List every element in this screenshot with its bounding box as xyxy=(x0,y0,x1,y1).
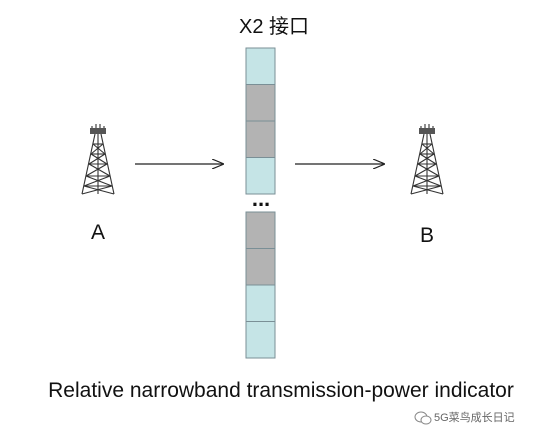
rntp-cell-free xyxy=(245,47,276,85)
node-a-label: A xyxy=(91,221,105,244)
rntp-cells-bottom xyxy=(245,211,276,359)
wechat-icon xyxy=(414,411,432,425)
diagram-caption: Relative narrowband transmission-power i… xyxy=(48,379,514,402)
rntp-cell-free xyxy=(245,157,276,195)
watermark-text: 5G菜鸟成长日记 xyxy=(434,410,515,424)
base-station-a-icon xyxy=(81,124,115,195)
base-station-b-icon xyxy=(410,124,444,195)
rntp-cell-occupied xyxy=(245,84,276,122)
rntp-cell-free xyxy=(245,284,276,322)
rntp-cell-occupied xyxy=(245,211,276,249)
diagram-title: X2 接口 xyxy=(239,15,309,38)
cell-ellipsis: ... xyxy=(252,186,270,211)
rntp-cell-occupied xyxy=(245,248,276,286)
node-b-label: B xyxy=(420,224,434,247)
rntp-cell-free xyxy=(245,321,276,359)
rntp-cell-occupied xyxy=(245,120,276,158)
watermark: 5G菜鸟成长日记 xyxy=(414,410,515,425)
rntp-cells-top xyxy=(245,47,276,195)
